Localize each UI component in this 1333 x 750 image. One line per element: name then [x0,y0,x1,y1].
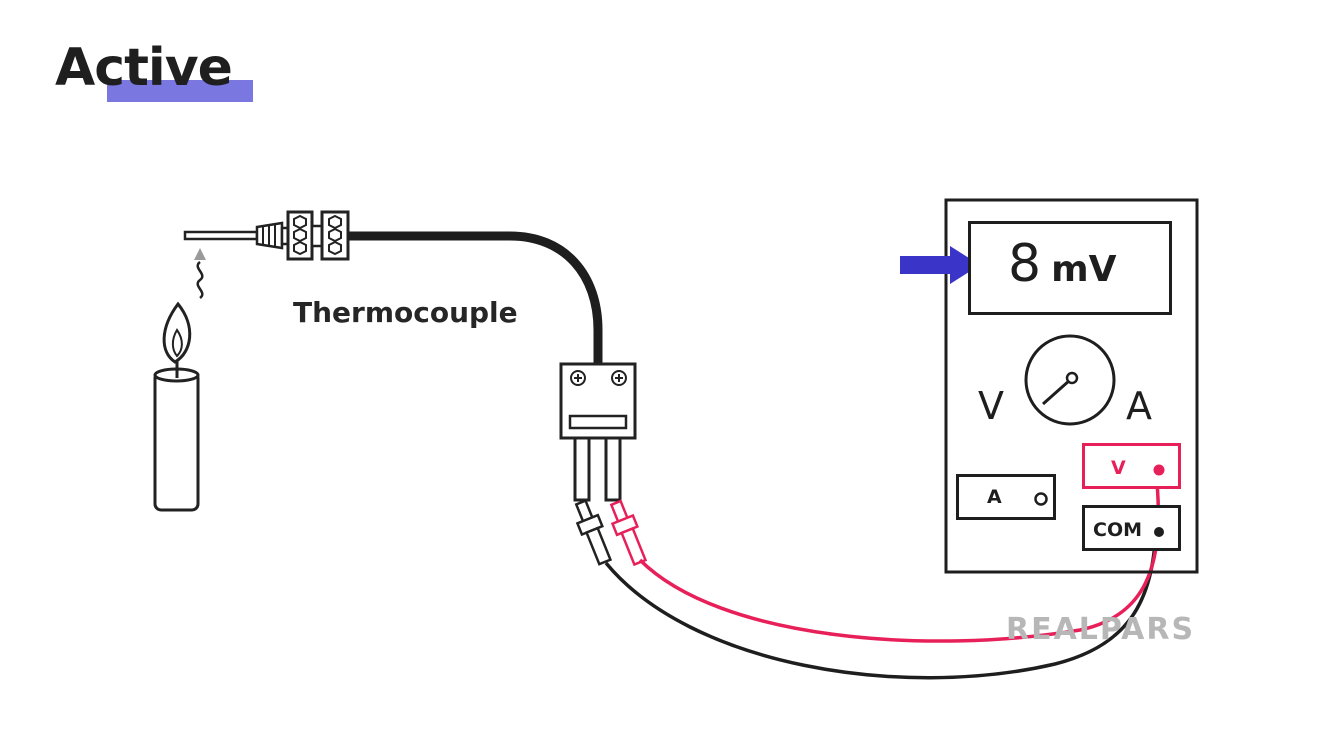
watermark-logo: REALPARS [1006,612,1196,647]
dial-label-v: V [978,384,1004,428]
black-test-lead [604,527,1158,680]
heat-arrow-icon [194,248,206,299]
black-probe-clip [574,499,613,566]
jack-icon [1153,464,1165,476]
jack-icon [1154,527,1164,537]
port-com: COM [1082,505,1181,551]
analog-dial [1024,334,1116,426]
thermocouple-probe [183,210,350,261]
fitting-nut [286,210,314,261]
arrow-right-icon [900,246,980,284]
page-title: Active [55,38,233,98]
port-v: V [1082,443,1181,489]
candle [153,301,200,512]
dial-label-a: A [1126,384,1152,428]
port-a-label: A [987,486,1002,508]
red-test-lead [638,471,1161,643]
jack-icon [1034,492,1048,506]
port-v-label: V [1111,457,1126,479]
multimeter-body [944,198,1199,574]
thermocouple-label: Thermocouple [293,296,518,329]
thermocouple-cable [348,231,603,366]
reading-value: 8 [1008,234,1042,294]
red-probe-clip [609,499,648,567]
port-com-label: COM [1093,519,1143,541]
fitting-nut [320,210,350,261]
title-block: Active [55,38,275,108]
port-a: A [956,474,1056,520]
multimeter-display [968,221,1172,315]
title-underline [107,80,253,102]
reading-unit: mV [1051,249,1117,290]
thermocouple-connector [559,362,637,502]
